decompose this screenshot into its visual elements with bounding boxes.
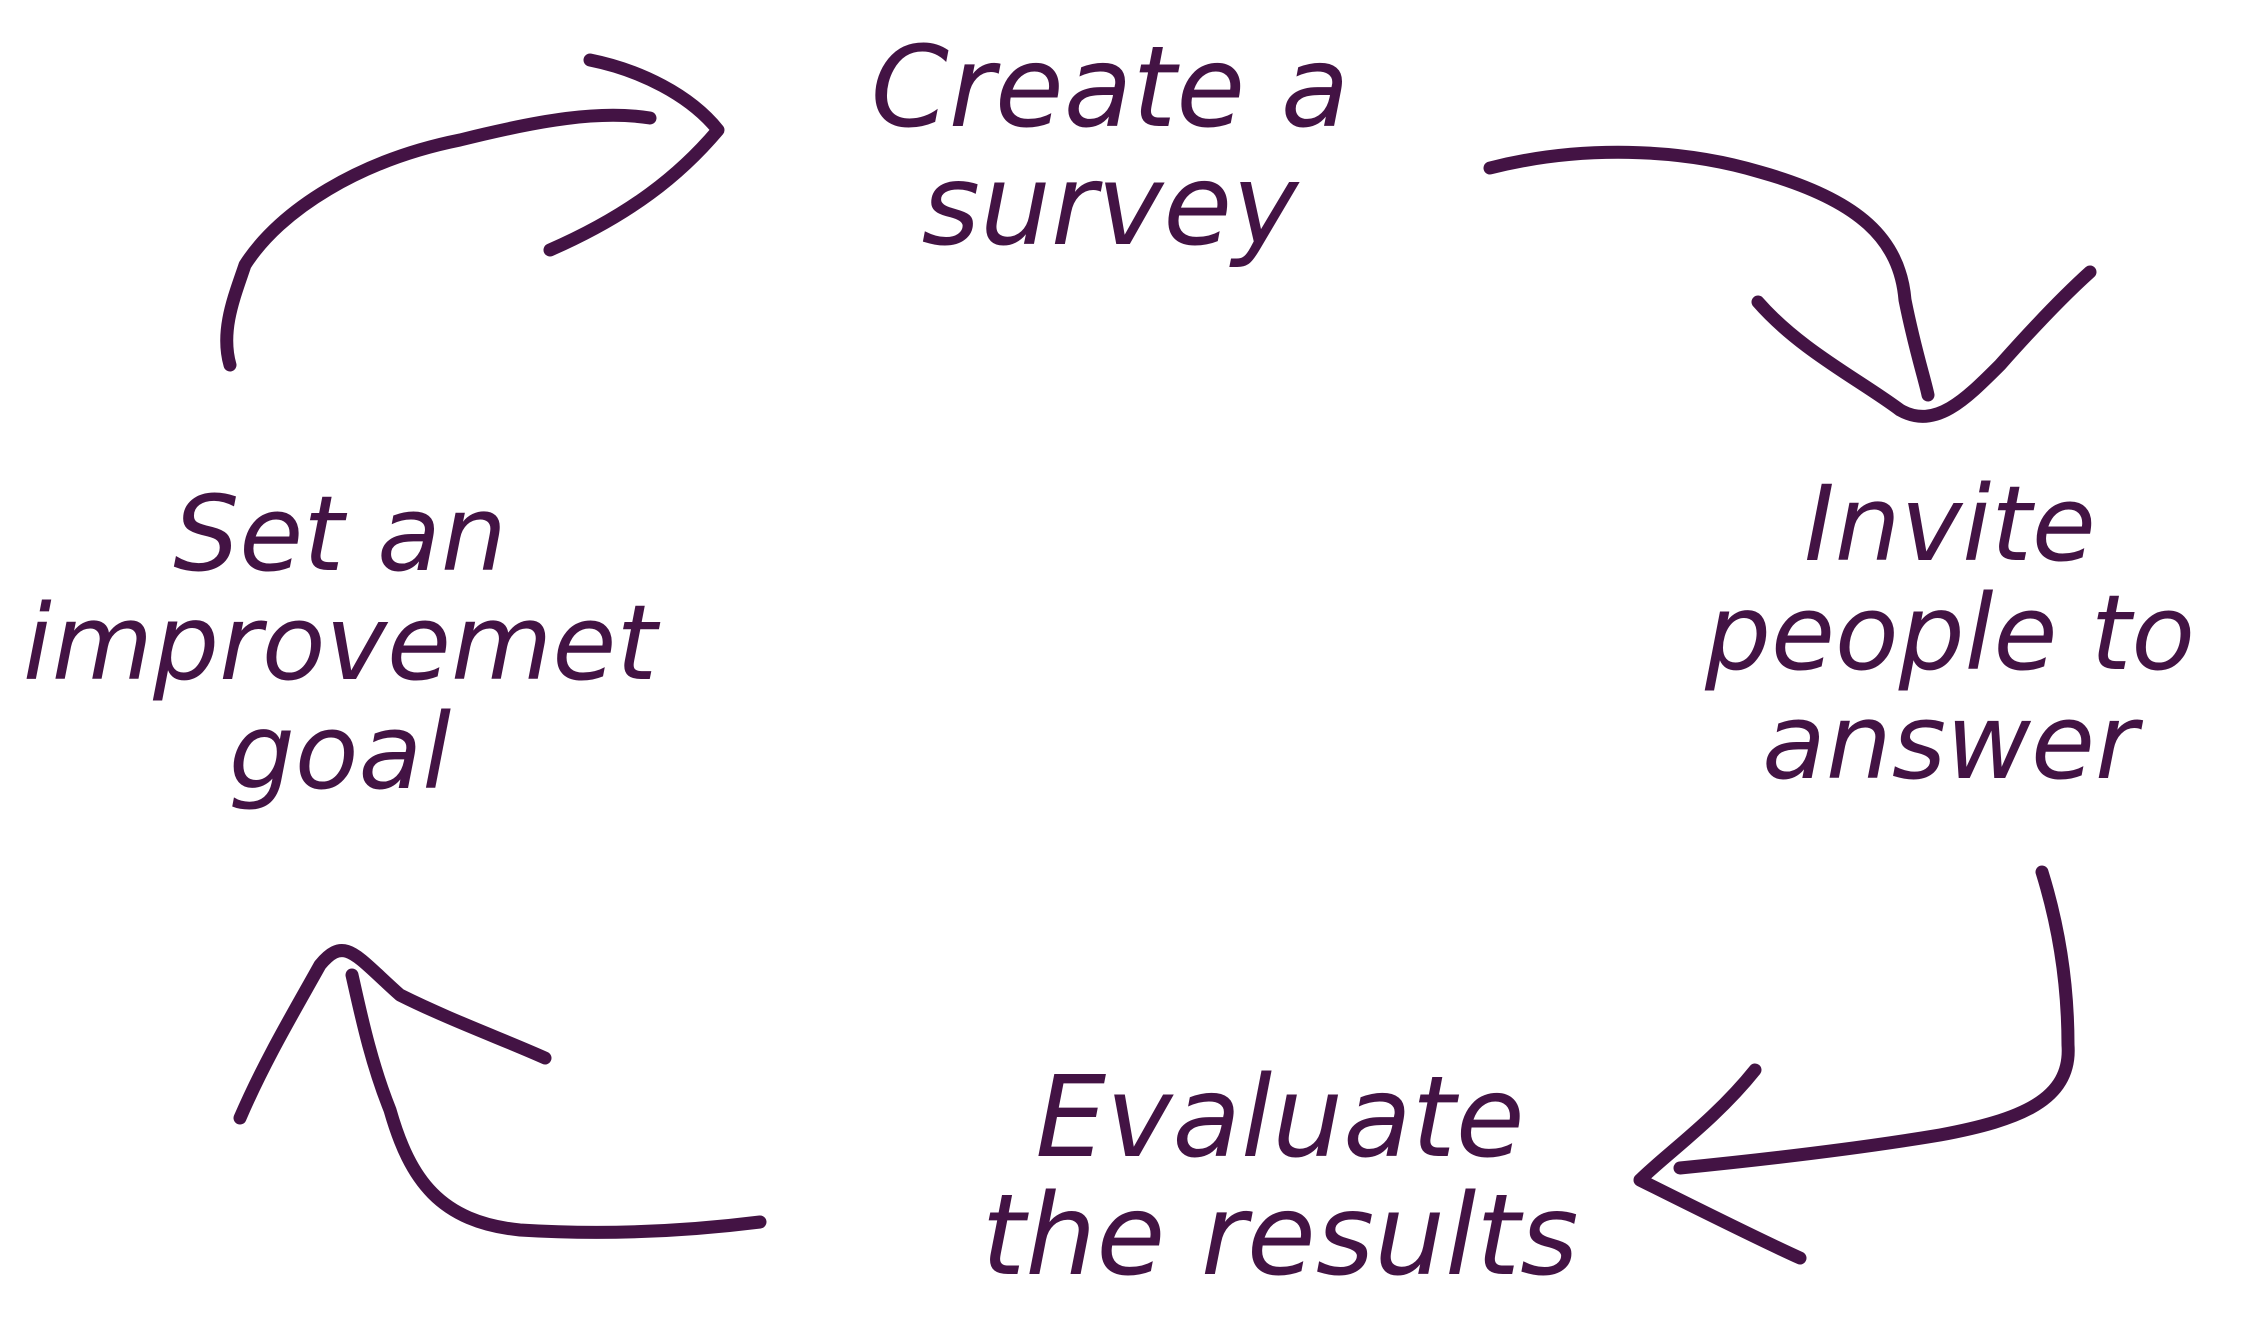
step-invite-people: Invite people to answer <box>1705 463 2195 804</box>
step-create-survey: Create a survey <box>870 23 1350 271</box>
arrow-evaluate-to-goal-shaft <box>345 968 767 1239</box>
arrow-evaluate-to-goal <box>233 944 767 1239</box>
arrow-goal-to-create <box>220 53 725 372</box>
arrow-goal-to-create-shaft <box>220 108 657 372</box>
arrow-invite-to-evaluate-head <box>1633 1063 1807 1265</box>
arrow-create-to-invite-head <box>1751 265 2097 423</box>
arrow-invite-to-evaluate <box>1633 865 2075 1265</box>
arrow-goal-to-create-head <box>543 53 725 257</box>
arrow-evaluate-to-goal-head <box>233 944 552 1125</box>
step-evaluate-results: Evaluate the results <box>981 1053 1579 1301</box>
arrow-create-to-invite-shaft <box>1483 145 1935 402</box>
arrow-invite-to-evaluate-shaft <box>1673 865 2075 1175</box>
step-set-goal: Set an improvemet goal <box>22 473 658 814</box>
arrow-create-to-invite <box>1483 145 2097 423</box>
